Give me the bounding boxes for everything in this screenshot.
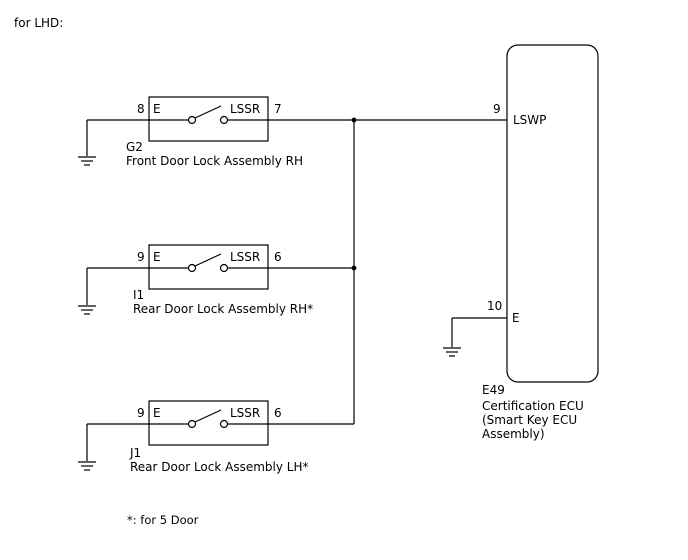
pin-number-e: 9 bbox=[137, 250, 145, 264]
pin-label-lssr: LSSR bbox=[230, 406, 260, 420]
switch-contact-icon bbox=[149, 409, 268, 429]
switch-front-door-lock-rh: 8 E LSSR 7 G2 Front Door Lock Assembly R… bbox=[78, 96, 507, 168]
junction-dot bbox=[351, 265, 357, 271]
pin-label-lssr: LSSR bbox=[230, 102, 260, 116]
pin-label-e: E bbox=[153, 250, 161, 264]
ecu-name-line2: (Smart Key ECU bbox=[482, 413, 577, 427]
ecu-pin-number-e: 10 bbox=[487, 299, 502, 313]
switch-rear-door-lock-lh: 9 E LSSR 6 J1 Rear Door Lock Assembly LH… bbox=[78, 400, 354, 474]
switch-contact-icon bbox=[149, 253, 268, 273]
ecu-box bbox=[506, 44, 599, 383]
ecu-name-line3: Assembly) bbox=[482, 427, 545, 441]
component-name: Rear Door Lock Assembly LH* bbox=[130, 460, 309, 474]
switch-contact-icon bbox=[149, 105, 268, 125]
ecu-pin-label-e: E bbox=[512, 311, 520, 325]
component-name: Rear Door Lock Assembly RH* bbox=[133, 302, 313, 316]
ground-icon bbox=[78, 156, 96, 166]
ground-icon bbox=[78, 305, 96, 315]
ecu-certification: 9 LSWP 10 E E49 Certification ECU (Smart… bbox=[443, 44, 599, 441]
pin-number-lssr: 6 bbox=[274, 406, 282, 420]
switch-box bbox=[148, 96, 269, 142]
pin-label-lssr: LSSR bbox=[230, 250, 260, 264]
ecu-pin-label-lswp: LSWP bbox=[513, 113, 546, 127]
pin-label-e: E bbox=[153, 102, 161, 116]
switch-rear-door-lock-rh: 9 E LSSR 6 I1 Rear Door Lock Assembly RH… bbox=[78, 244, 354, 316]
ground-icon bbox=[78, 461, 96, 471]
ecu-pin-number-lswp: 9 bbox=[493, 102, 501, 116]
ground-icon bbox=[443, 347, 461, 357]
switch-box bbox=[148, 400, 269, 446]
switch-box bbox=[148, 244, 269, 290]
pin-number-e: 9 bbox=[137, 406, 145, 420]
ecu-name-line1: Certification ECU bbox=[482, 399, 584, 413]
component-name: Front Door Lock Assembly RH bbox=[126, 154, 303, 168]
junction-dot bbox=[351, 117, 357, 123]
pin-number-lssr: 7 bbox=[274, 102, 282, 116]
connector-code: J1 bbox=[129, 446, 141, 460]
pin-number-lssr: 6 bbox=[274, 250, 282, 264]
footnote: *: for 5 Door bbox=[127, 513, 199, 527]
diagram-title: for LHD: bbox=[14, 16, 63, 30]
connector-code: I1 bbox=[133, 288, 144, 302]
ecu-connector-code: E49 bbox=[482, 383, 505, 397]
pin-label-e: E bbox=[153, 406, 161, 420]
pin-number-e: 8 bbox=[137, 102, 145, 116]
connector-code: G2 bbox=[126, 140, 143, 154]
